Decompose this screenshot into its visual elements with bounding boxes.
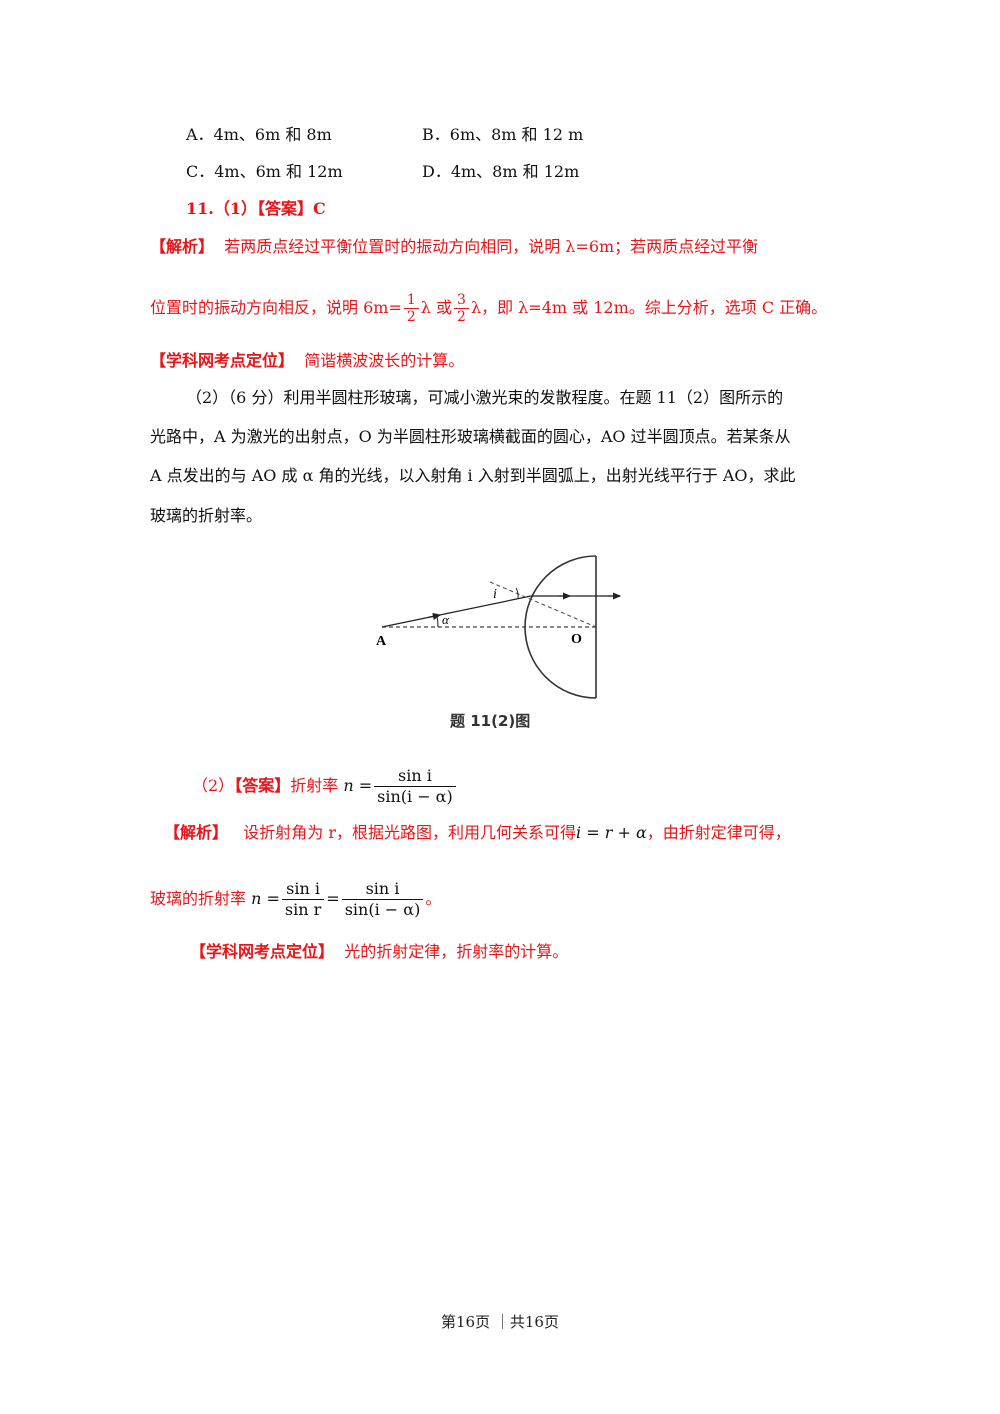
q11-2-analysis-tag: 【解析】	[164, 823, 229, 842]
q11-1-analysis-text1: 若两质点经过平衡位置时的振动方向相同，说明 λ=6m；若两质点经过平衡	[224, 237, 759, 256]
q11-1-analysis-tag: 【解析】	[150, 237, 215, 256]
q11-2-analysis-b: ，由折射定律可得，	[646, 823, 791, 842]
q11-1-analysis-line1: 【解析】 若两质点经过平衡位置时的振动方向相同，说明 λ=6m；若两质点经过平衡	[150, 236, 758, 258]
fraction-denominator: sin(i − α)	[374, 786, 456, 807]
label-alpha: α	[442, 612, 450, 627]
q11-2-line3: A 点发出的与 AO 成 α 角的光线，以入射角 i 入射到半圆弧上，出射光线平…	[150, 466, 796, 485]
fraction-numerator: 1	[406, 292, 416, 308]
q11-1-analysis-text2b: λ，即 λ=4m 或 12m。综上分析，选项 C 正确。	[470, 298, 828, 317]
q11-1-answer: C	[313, 199, 326, 218]
q11-1-number: 11.（1）	[186, 199, 257, 218]
q11-1-answer-line: 11.（1）【答案】C	[186, 198, 326, 220]
fraction-numerator: sin i	[365, 879, 400, 898]
page-footer: 第16页 ｜共16页	[441, 1313, 559, 1331]
figure-caption: 题 11(2)图	[450, 712, 530, 730]
fraction-denominator: sin r	[281, 899, 325, 920]
label-o: O	[571, 632, 582, 647]
option-d: D．4m、8m 和 12m	[422, 162, 580, 181]
fraction-numerator: 3	[457, 292, 466, 308]
angle-alpha-arc	[436, 615, 439, 628]
q11-1-keypoint-tag: 【学科网考点定位】	[150, 351, 295, 370]
q11-2-answer-prefix: （2）	[192, 776, 235, 795]
fraction-denominator: sin(i − α)	[341, 899, 424, 920]
semicircle-arc	[524, 555, 597, 699]
q11-1-answer-tag: 【答案】	[256, 199, 313, 218]
option-a: A．4m、6m 和 8m	[186, 125, 332, 144]
option-c: C．4m、6m 和 12m	[186, 162, 343, 181]
q11-2-keypoint: 【学科网考点定位】 光的折射定律，折射率的计算。	[190, 941, 568, 963]
angle-i-arc	[515, 587, 519, 599]
fraction-numerator: sin i	[286, 879, 321, 898]
incident-ray-arrow	[427, 612, 442, 620]
q11-2-analysis-line1: 【解析】 设折射角为 r，根据光路图，利用几何关系可得i = r + α，由折射…	[164, 822, 791, 844]
q11-2-keypoint-tag: 【学科网考点定位】	[190, 942, 335, 961]
q11-2-relation: i = r + α	[576, 823, 647, 842]
q11-2-line2: 光路中，A 为激光的出射点，O 为半圆柱形玻璃横截面的圆心，AO 过半圆顶点。若…	[150, 427, 791, 446]
q11-2-answer-text: 折射率	[290, 776, 339, 795]
q11-1-keypoint-text: 简谐横波波长的计算。	[304, 351, 465, 370]
q11-1-analysis-text2a: 位置时的振动方向相反，说明 6m=	[150, 298, 402, 317]
q11-2-line1: （2）（6 分）利用半圆柱形玻璃，可减小激光束的发散程度。在题 11（2）图所示…	[186, 388, 784, 407]
q11-2-line2-end: 。	[425, 889, 442, 908]
formula-equals: =	[326, 889, 340, 908]
q11-2-line4: 玻璃的折射率。	[150, 506, 263, 525]
label-a: A	[376, 634, 387, 649]
q11-2-answer-tag: 【答案】	[234, 776, 291, 795]
q11-1-keypoint: 【学科网考点定位】 简谐横波波长的计算。	[150, 350, 464, 372]
optics-figure: α i A O 题 11(2)图	[368, 548, 638, 737]
q11-1-lambda-or: λ 或	[420, 298, 453, 317]
fraction-denominator: 2	[403, 308, 419, 325]
fraction-numerator: sin i	[398, 766, 432, 785]
q11-2-keypoint-text: 光的折射定律，折射率的计算。	[344, 942, 569, 961]
formula-n-equals: n =	[343, 776, 373, 795]
normal-line	[489, 581, 597, 628]
q11-2-analysis-a: 设折射角为 r，根据光路图，利用几何关系可得	[243, 823, 577, 842]
incident-ray	[381, 595, 532, 628]
label-i: i	[493, 587, 497, 602]
fraction-denominator: 2	[454, 308, 469, 325]
formula-n-equals: n =	[251, 889, 280, 908]
q11-2-line2-a: 玻璃的折射率	[150, 889, 247, 908]
option-b: B．6m、8m 和 12 m	[422, 125, 584, 144]
optics-diagram: α i A O 题 11(2)图	[376, 555, 622, 730]
